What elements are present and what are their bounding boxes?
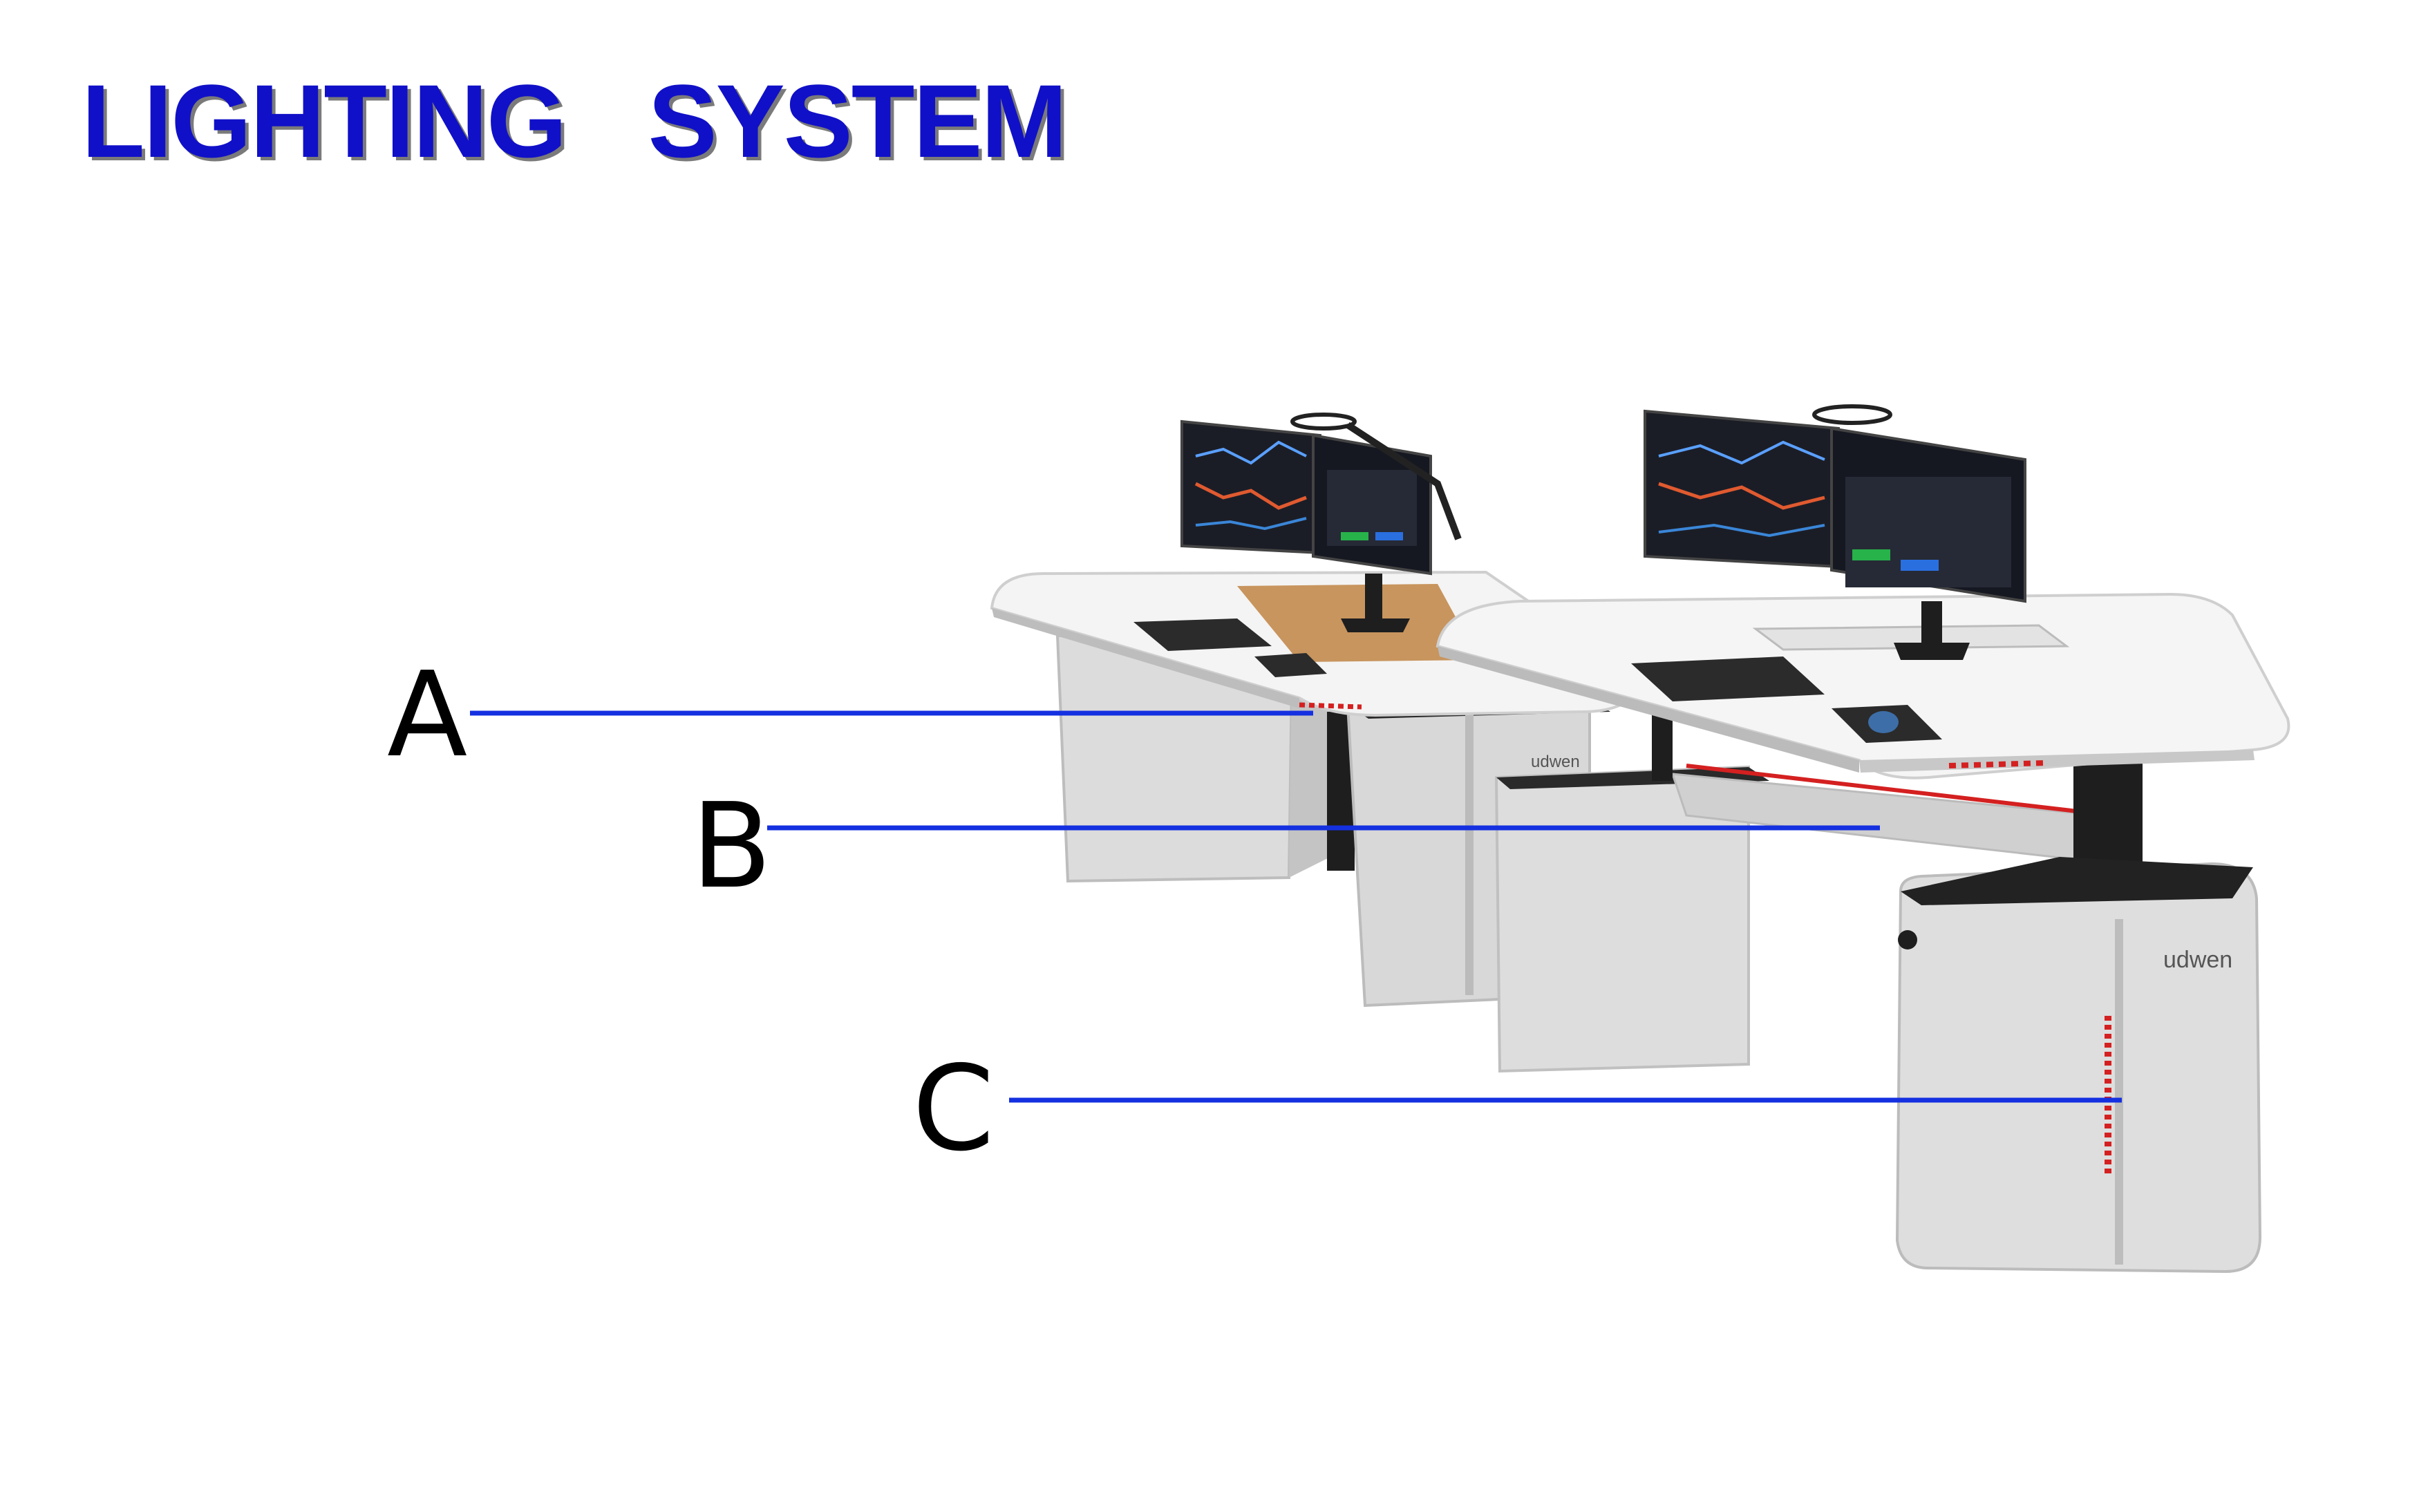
front-desk-mouse bbox=[1868, 711, 1899, 733]
front-desk-monitors bbox=[1644, 404, 2026, 660]
callout-label-b: B bbox=[691, 778, 772, 915]
front-desk-cabinet bbox=[1895, 862, 2262, 1274]
brand-logo: udwen bbox=[2163, 947, 2232, 973]
front-desk: udwen udwen bbox=[1299, 404, 2290, 1274]
desk-edge-led-strip bbox=[1948, 760, 2046, 768]
front-desk-lifting-column bbox=[2073, 746, 2143, 871]
rear-desk-edge-led-strip bbox=[1299, 702, 1362, 710]
cabinet-lock-icon bbox=[1898, 930, 1917, 949]
front-desk-keyboard bbox=[1631, 656, 1825, 701]
cable-tray-led-strip bbox=[1686, 764, 2102, 816]
rear-desk-mousepad bbox=[1254, 653, 1327, 677]
rear-brand-logo: udwen bbox=[1531, 753, 1580, 771]
diagram-title: LIGHTING SYSTEM bbox=[82, 63, 1067, 179]
rear-desk-keyboard bbox=[1133, 618, 1272, 651]
callout-label-c: C bbox=[912, 1041, 995, 1178]
callout-label-a: A bbox=[387, 647, 468, 784]
rear-desk-monitors bbox=[1180, 413, 1462, 632]
front-desk-top bbox=[1436, 592, 2290, 779]
